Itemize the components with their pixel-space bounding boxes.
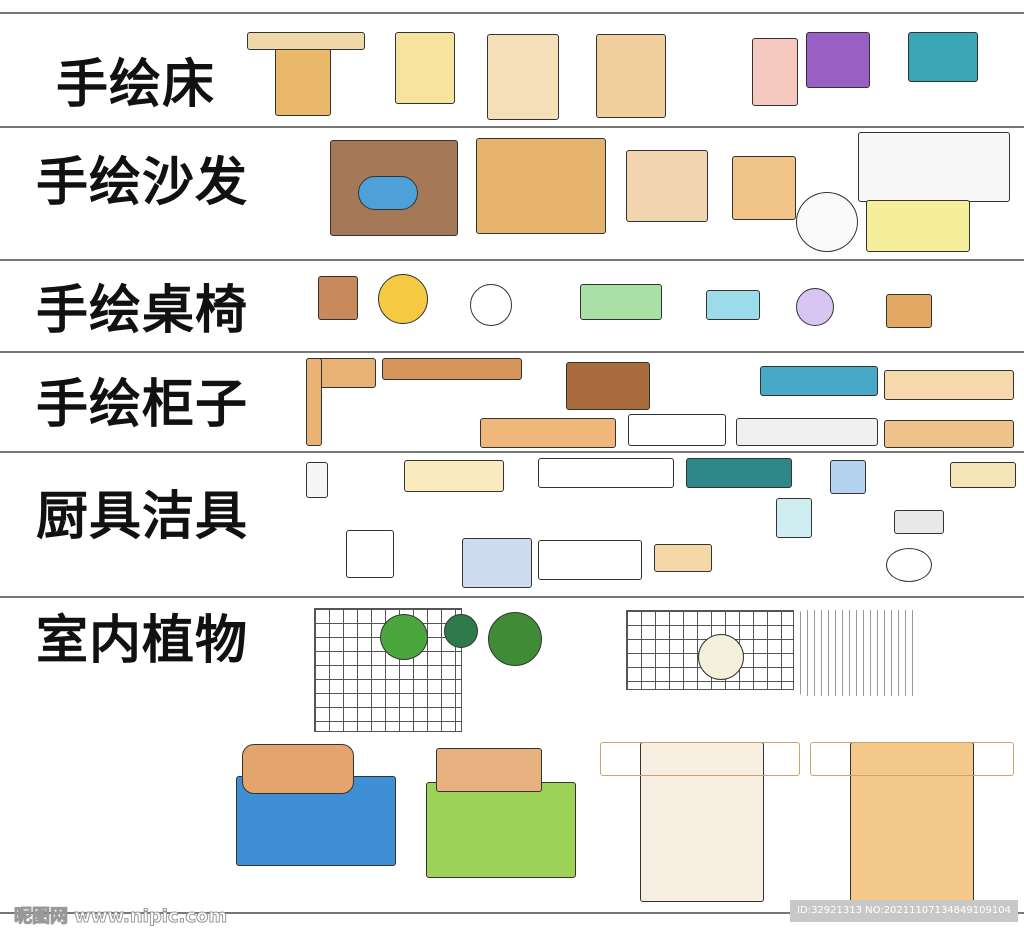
divider — [0, 259, 1024, 261]
category-label-kitchen-bath: 厨具洁具 — [36, 486, 249, 547]
divider — [0, 351, 1024, 353]
watermark-id: ID:32921313 NO:20211107134849109104 — [790, 900, 1018, 922]
divider — [0, 912, 1024, 914]
category-label-beds: 手绘床 — [56, 54, 216, 115]
divider — [0, 12, 1024, 14]
divider — [0, 126, 1024, 128]
category-label-plants: 室内植物 — [36, 610, 249, 671]
watermark-site: 昵图网 www.nipic.com — [13, 906, 228, 928]
category-label-sofas: 手绘沙发 — [36, 152, 249, 213]
category-label-cabinets: 手绘柜子 — [36, 374, 249, 435]
divider — [0, 451, 1024, 453]
category-label-tables-chairs: 手绘桌椅 — [36, 280, 249, 341]
divider — [0, 596, 1024, 598]
